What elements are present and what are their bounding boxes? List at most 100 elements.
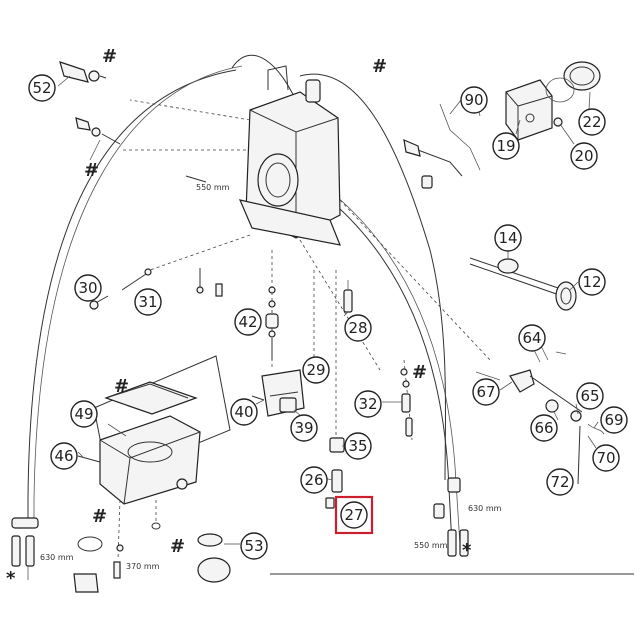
callout-12[interactable]: 12 (578, 268, 606, 296)
callout-label: 29 (306, 361, 325, 379)
callout-53[interactable]: 53 (240, 532, 268, 560)
highlight-callout-27[interactable]: 27 (334, 495, 374, 535)
carburetor-body (120, 65, 491, 371)
length-630-right: 630 mm (468, 504, 502, 513)
hash-mark-52: # (102, 46, 117, 67)
callout-90[interactable]: 90 (460, 86, 488, 114)
callout-circle (234, 308, 262, 336)
callout-14[interactable]: 14 (494, 224, 522, 252)
callout-label: 28 (348, 319, 367, 337)
callout-circle (28, 74, 56, 102)
callout-28[interactable]: 28 (344, 314, 372, 342)
callout-72[interactable]: 72 (546, 468, 574, 496)
callout-42[interactable]: 42 (234, 308, 262, 336)
callout-52[interactable]: 52 (28, 74, 56, 102)
callout-circle (518, 324, 546, 352)
callout-circle (134, 288, 162, 316)
callout-circle (50, 442, 78, 470)
callout-26[interactable]: 26 (300, 466, 328, 494)
callout-40[interactable]: 40 (230, 398, 258, 426)
callout-32[interactable]: 32 (354, 390, 382, 418)
callout-label: 65 (580, 387, 599, 405)
hash-mark-32: # (412, 362, 427, 383)
callout-label: 22 (582, 113, 601, 131)
callout-circle (460, 86, 488, 114)
callout-label: 26 (304, 471, 323, 489)
shaft-gear-group (469, 257, 577, 311)
pin (215, 283, 223, 297)
callout-circle (344, 314, 372, 342)
callout-circle (240, 532, 268, 560)
callout-circle (354, 390, 382, 418)
callout-circle (290, 414, 318, 442)
callout-70[interactable]: 70 (592, 444, 620, 472)
callout-circle (230, 398, 258, 426)
callout-67[interactable]: 67 (472, 378, 500, 406)
callout-circle (592, 444, 620, 472)
callout-19[interactable]: 19 (492, 132, 520, 160)
bottom-parts-group (11, 477, 634, 593)
callout-circle (344, 432, 372, 460)
callout-label: 53 (244, 537, 263, 555)
callout-label: 69 (604, 411, 623, 429)
length-630-left: 630 mm (40, 553, 74, 562)
float-bowl-group (77, 355, 231, 505)
callout-label: 46 (54, 447, 73, 465)
cable-left-inner (33, 65, 243, 520)
callout-label: 66 (534, 419, 553, 437)
callout-69[interactable]: 69 (600, 406, 628, 434)
hash-mark-bottom: # (92, 506, 107, 527)
callout-29[interactable]: 29 (302, 356, 330, 384)
callout-20[interactable]: 20 (570, 142, 598, 170)
callout-circle (70, 400, 98, 428)
callout-circle (600, 406, 628, 434)
callout-49[interactable]: 49 (70, 400, 98, 428)
callout-label: 31 (138, 293, 157, 311)
throttle-housing-group (505, 61, 601, 141)
callout-label: 12 (582, 273, 601, 291)
hash-mark-top: # (372, 56, 387, 77)
cable-right-inner (335, 195, 461, 546)
callout-22[interactable]: 22 (578, 108, 606, 136)
callout-label: 42 (238, 313, 257, 331)
callout-label: 32 (358, 395, 377, 413)
callout-label: 90 (464, 91, 483, 109)
callout-circle (300, 466, 328, 494)
leader-lines (57, 75, 599, 545)
callout-label: 14 (498, 229, 517, 247)
callout-66[interactable]: 66 (530, 414, 558, 442)
highlight-label: 27 (344, 506, 363, 524)
callout-label: 72 (550, 473, 569, 491)
callout-circle (530, 414, 558, 442)
callout-label: 39 (294, 419, 313, 437)
callout-circle (576, 382, 604, 410)
callout-circle (494, 224, 522, 252)
callout-label: 49 (74, 405, 93, 423)
length-550-top: 550 mm (196, 183, 230, 192)
linkage-group (475, 343, 605, 485)
callout-39[interactable]: 39 (290, 414, 318, 442)
callout-65[interactable]: 65 (576, 382, 604, 410)
jet-stack-group (313, 270, 353, 509)
callout-circle (74, 274, 102, 302)
asterisk-mark-left: * (6, 568, 16, 589)
callout-circle (546, 468, 574, 496)
callout-circle (578, 268, 606, 296)
callout-30[interactable]: 30 (74, 274, 102, 302)
adjuster-52-group (59, 61, 121, 161)
callout-circle (302, 356, 330, 384)
callout-64[interactable]: 64 (518, 324, 546, 352)
needle-42-group (265, 250, 279, 370)
callout-46[interactable]: 46 (50, 442, 78, 470)
callout-31[interactable]: 31 (134, 288, 162, 316)
hash-mark-49: # (114, 376, 129, 397)
callout-label: 64 (522, 329, 541, 347)
float-40-group (251, 369, 305, 417)
callout-circle (472, 378, 500, 406)
small-rod (185, 175, 207, 183)
callout-label: 40 (234, 403, 253, 421)
cable-right (329, 199, 453, 546)
callout-35[interactable]: 35 (344, 432, 372, 460)
callout-circle (578, 108, 606, 136)
callout-label: 35 (348, 437, 367, 455)
